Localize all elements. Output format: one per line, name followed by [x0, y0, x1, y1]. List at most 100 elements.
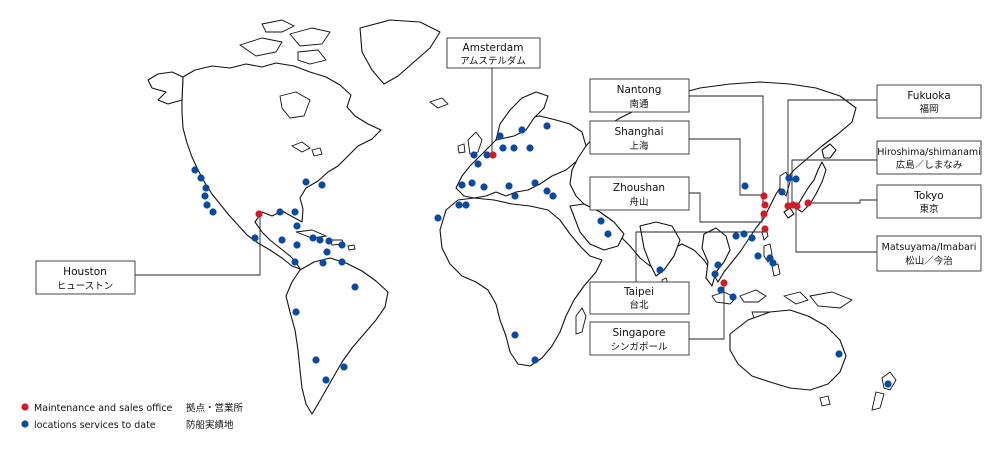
- service-location-dot: [203, 201, 211, 209]
- service-location-dot: [278, 236, 286, 244]
- service-location-dot: [769, 259, 777, 267]
- office-location-dot: [489, 151, 497, 159]
- label-hiroshima: Hiroshima/shimanami 広島／しまなみ: [876, 140, 982, 175]
- office-location-dot: [760, 192, 768, 200]
- office-location-dot: [761, 225, 769, 233]
- service-location-dot: [732, 232, 740, 240]
- leader-matsuyama: [795, 207, 877, 253]
- label-en: Taipei: [623, 286, 654, 298]
- label-amsterdam: Amsterdam アムステルダム: [446, 37, 541, 69]
- service-location-dot: [604, 230, 612, 238]
- service-location-dot: [531, 356, 539, 364]
- iceland-island: [429, 97, 449, 109]
- service-location-dot: [323, 248, 331, 256]
- label-en: Tokyo: [913, 190, 943, 202]
- label-fukuoka: Fukuoka 福岡: [876, 84, 982, 119]
- label-box: [876, 140, 982, 175]
- africa-landmass: [439, 197, 603, 367]
- service-marker-swatch: [21, 420, 29, 428]
- office-location-dot: [255, 210, 263, 218]
- leader-singapore: [689, 283, 725, 340]
- arctic-islands: [238, 19, 331, 65]
- service-location-dot: [741, 182, 749, 190]
- north-america-landmass: [181, 62, 382, 270]
- service-location-dot: [202, 184, 210, 192]
- service-location-dot: [458, 181, 466, 189]
- madagascar-island: [575, 307, 587, 335]
- service-location-dot: [309, 234, 317, 242]
- service-location-dot: [518, 126, 526, 134]
- legend-label-jp: 拠点・営業所: [186, 402, 244, 414]
- service-location-dot: [526, 144, 534, 152]
- service-location-dot: [711, 270, 719, 278]
- service-location-dot: [351, 283, 359, 291]
- landmasses: [147, 19, 897, 415]
- service-location-dot: [338, 258, 346, 266]
- legend-label-en: locations services to date: [34, 420, 156, 431]
- label-zhoushan: Zhoushan 舟山: [589, 176, 690, 211]
- office-location-dot: [804, 199, 812, 207]
- label-box: [589, 176, 690, 211]
- india-landmass: [639, 221, 681, 277]
- office-location-dot: [760, 210, 768, 218]
- service-location-dot: [319, 259, 327, 267]
- service-location-dot: [549, 192, 557, 200]
- office-location-dot: [793, 202, 801, 210]
- leader-houston: [135, 214, 261, 276]
- service-location-dot: [597, 217, 605, 225]
- service-location-dot: [884, 380, 892, 388]
- service-location-dot: [455, 201, 463, 209]
- service-location-dot: [714, 261, 722, 269]
- service-location-dot: [496, 132, 504, 140]
- label-en: Singapore: [613, 327, 666, 339]
- service-location-dot: [325, 237, 333, 245]
- service-location-dot: [531, 179, 539, 187]
- label-box: [876, 84, 982, 119]
- label-houston: Houston ヒューストン: [35, 260, 136, 295]
- legend-label-jp: 防船実績地: [186, 419, 234, 431]
- service-location-dot: [209, 208, 217, 216]
- legend-item-office: Maintenance and sales office 拠点・営業所: [21, 402, 244, 414]
- label-jp: 東京: [919, 203, 938, 215]
- service-location-dot: [748, 234, 756, 242]
- label-singapore: Singapore シンガポール: [589, 321, 690, 356]
- service-location-dot: [197, 174, 205, 182]
- service-location-dot: [291, 208, 299, 216]
- label-box: [589, 78, 690, 113]
- service-location-dot: [511, 331, 519, 339]
- label-box: [876, 184, 982, 219]
- leader-tokyo: [808, 199, 877, 204]
- service-location-dot: [792, 175, 800, 183]
- leader-zhoushan: [689, 192, 763, 223]
- location-dots: [191, 122, 892, 388]
- label-jp: 松山／今治: [905, 255, 953, 267]
- service-location-dot: [462, 201, 470, 209]
- label-en: Hiroshima/shimanami: [877, 147, 981, 158]
- service-location-dot: [740, 230, 748, 238]
- service-location-dot: [322, 376, 330, 384]
- hudson-bay-outline: [279, 91, 311, 119]
- great-lakes-outline: [290, 141, 323, 157]
- label-jp: シンガポール: [610, 342, 668, 353]
- greenland-landmass: [359, 19, 441, 85]
- service-location-dot: [318, 181, 326, 189]
- office-location-dot: [720, 279, 728, 287]
- service-location-dot: [785, 174, 793, 182]
- caribbean-islands: [295, 229, 356, 251]
- service-location-dot: [835, 350, 843, 358]
- service-location-dot: [312, 356, 320, 364]
- service-location-dot: [293, 222, 301, 230]
- legend-item-service: locations services to date 防船実績地: [21, 419, 234, 431]
- new-zealand-islands: [871, 371, 897, 411]
- label-taipei: Taipei 台北: [589, 281, 690, 315]
- service-location-dot: [292, 308, 300, 316]
- australia-landmass: [729, 309, 847, 391]
- legend: Maintenance and sales office 拠点・営業所 loca…: [21, 402, 244, 431]
- label-jp: 上海: [629, 140, 649, 152]
- label-en: Fukuoka: [907, 90, 950, 102]
- new-guinea-island: [809, 291, 853, 309]
- service-location-dot: [276, 208, 284, 216]
- label-jp: アムステルダム: [460, 55, 526, 67]
- service-location-dot: [543, 122, 551, 130]
